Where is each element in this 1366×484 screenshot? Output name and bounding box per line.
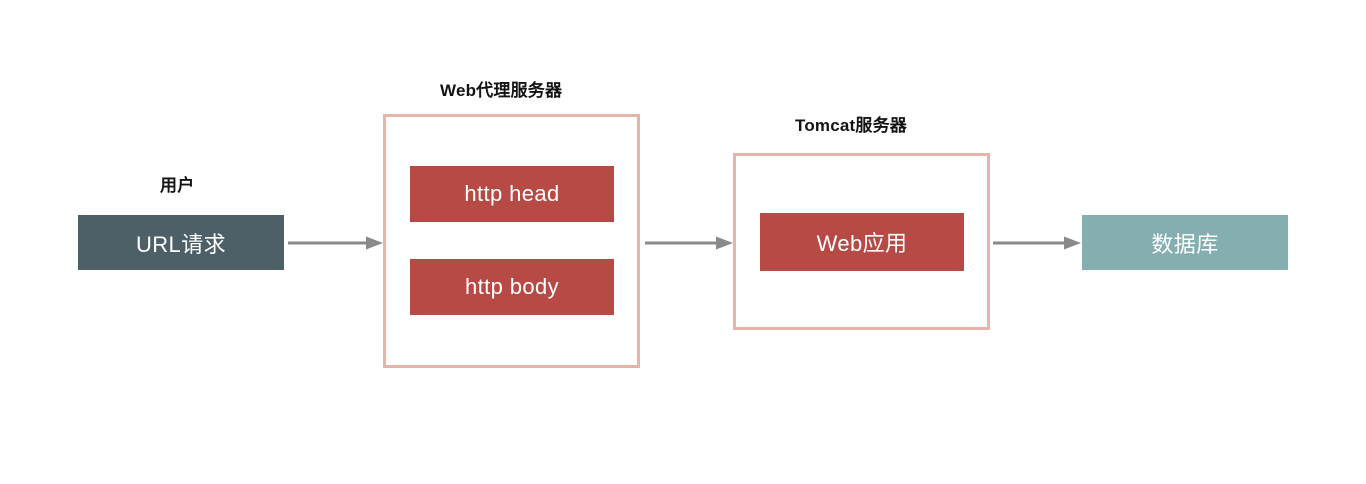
node-url-request-label: URL请求 [135, 231, 226, 257]
container-web-proxy-server[interactable] [383, 114, 640, 368]
caption-tomcat-server: Tomcat服务器 [795, 116, 907, 135]
node-url-request[interactable]: URL请求 [78, 215, 284, 270]
caption-web-proxy-server: Web代理服务器 [440, 81, 563, 100]
arrow-user-to-proxy [288, 236, 383, 250]
node-http-body-label: http body [464, 274, 560, 299]
node-http-head[interactable]: http head [410, 166, 614, 222]
node-http-head-label: http head [464, 181, 560, 206]
arrow-tomcat-to-database [993, 236, 1081, 250]
arrow-proxy-to-tomcat [645, 236, 733, 250]
node-http-body[interactable]: http body [410, 259, 614, 315]
node-database[interactable]: 数据库 [1082, 215, 1288, 270]
node-web-application[interactable]: Web应用 [760, 213, 964, 271]
node-web-application-label: Web应用 [816, 231, 908, 256]
node-database-label: 数据库 [1151, 231, 1219, 257]
caption-user: 用户 [160, 176, 195, 195]
